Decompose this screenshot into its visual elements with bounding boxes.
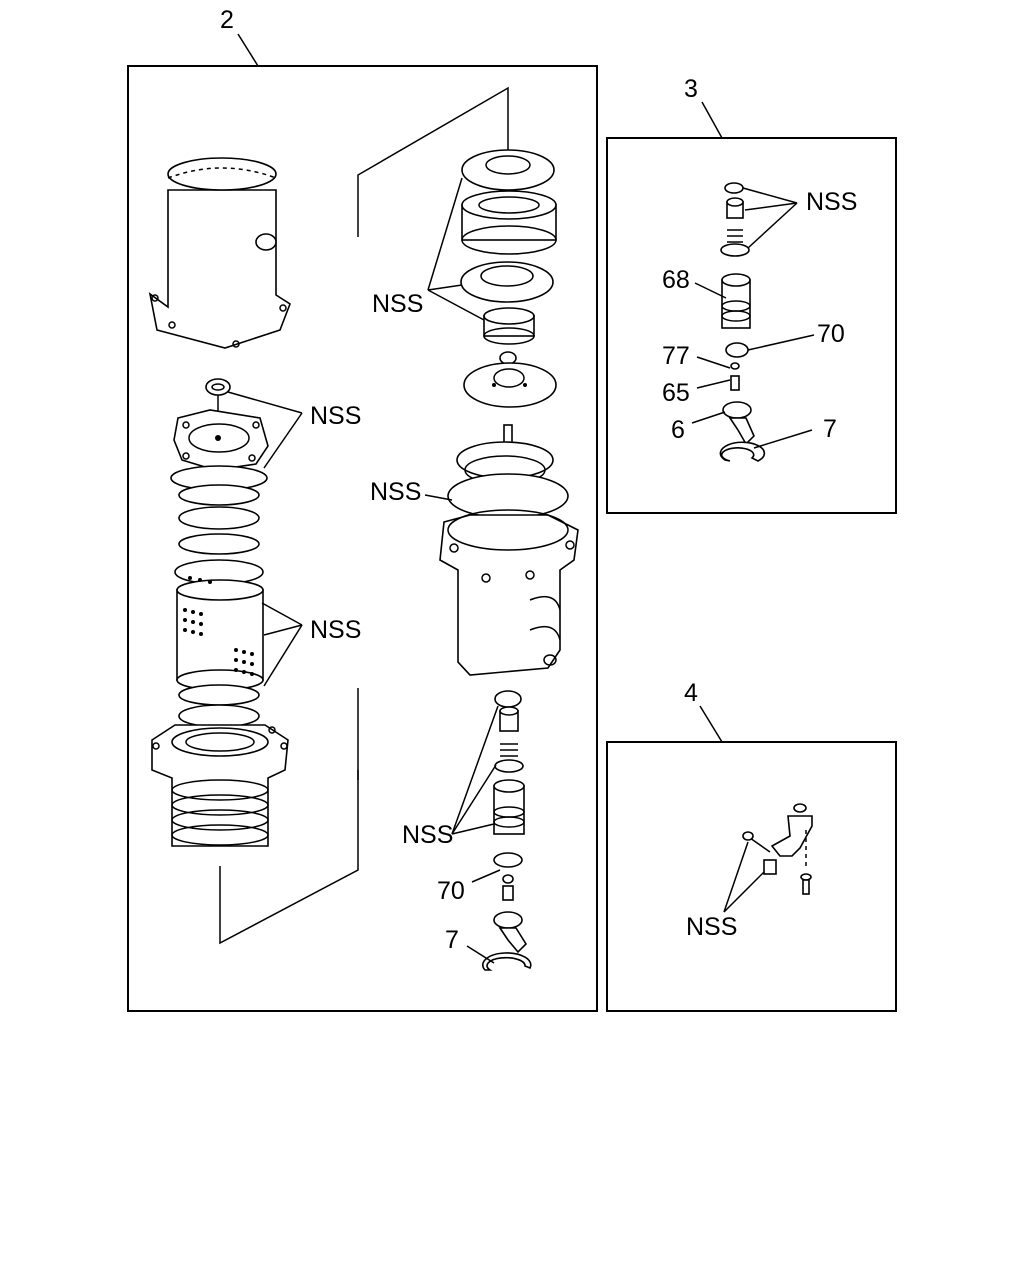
label-part-65: 65	[662, 379, 690, 407]
panel-3: 3 NSS	[606, 75, 897, 514]
label-part-70: 70	[437, 877, 465, 905]
sensor-bracket	[742, 803, 813, 895]
assembly-bracket	[219, 86, 509, 945]
label-nss-panel-3: NSS	[806, 188, 857, 216]
filter-perforations	[183, 576, 254, 676]
lower-housing	[151, 724, 289, 847]
leaders-panel-3	[691, 187, 815, 449]
panel-3-frame	[606, 137, 897, 514]
label-nss-panel-4: NSS	[686, 913, 737, 941]
valve-assembly-panel-2	[482, 690, 532, 971]
panel-2-frame	[127, 65, 598, 1012]
panel-2-callout: 2	[220, 6, 234, 34]
panel-4-frame	[606, 741, 897, 1012]
cover-plate	[170, 378, 269, 491]
main-housing	[439, 424, 579, 676]
panel-3-callout: 3	[684, 75, 698, 103]
label-part-7-panel-3: 7	[823, 415, 837, 443]
label-nss-cover-plate: NSS	[310, 402, 361, 430]
seal-stack	[460, 149, 557, 345]
panel-4: 4 NSS	[606, 679, 897, 1012]
panel-2: 2	[127, 6, 598, 1012]
valve-assembly-panel-3	[719, 182, 766, 462]
label-nss-filter: NSS	[310, 616, 361, 644]
leaders-panel-2	[227, 177, 501, 964]
filter-cover	[148, 157, 291, 349]
piston-disc	[463, 351, 557, 408]
label-nss-valve: NSS	[402, 821, 453, 849]
label-part-70-panel-3: 70	[817, 320, 845, 348]
filter-element-stack	[174, 484, 264, 728]
label-nss-seals: NSS	[372, 290, 423, 318]
label-part-77: 77	[662, 342, 690, 370]
panel-4-callout: 4	[684, 679, 698, 707]
label-part-6: 6	[671, 416, 685, 444]
leaders-panel-4	[723, 841, 765, 913]
label-nss-housing: NSS	[370, 478, 421, 506]
label-part-68: 68	[662, 266, 690, 294]
label-part-7: 7	[445, 926, 459, 954]
